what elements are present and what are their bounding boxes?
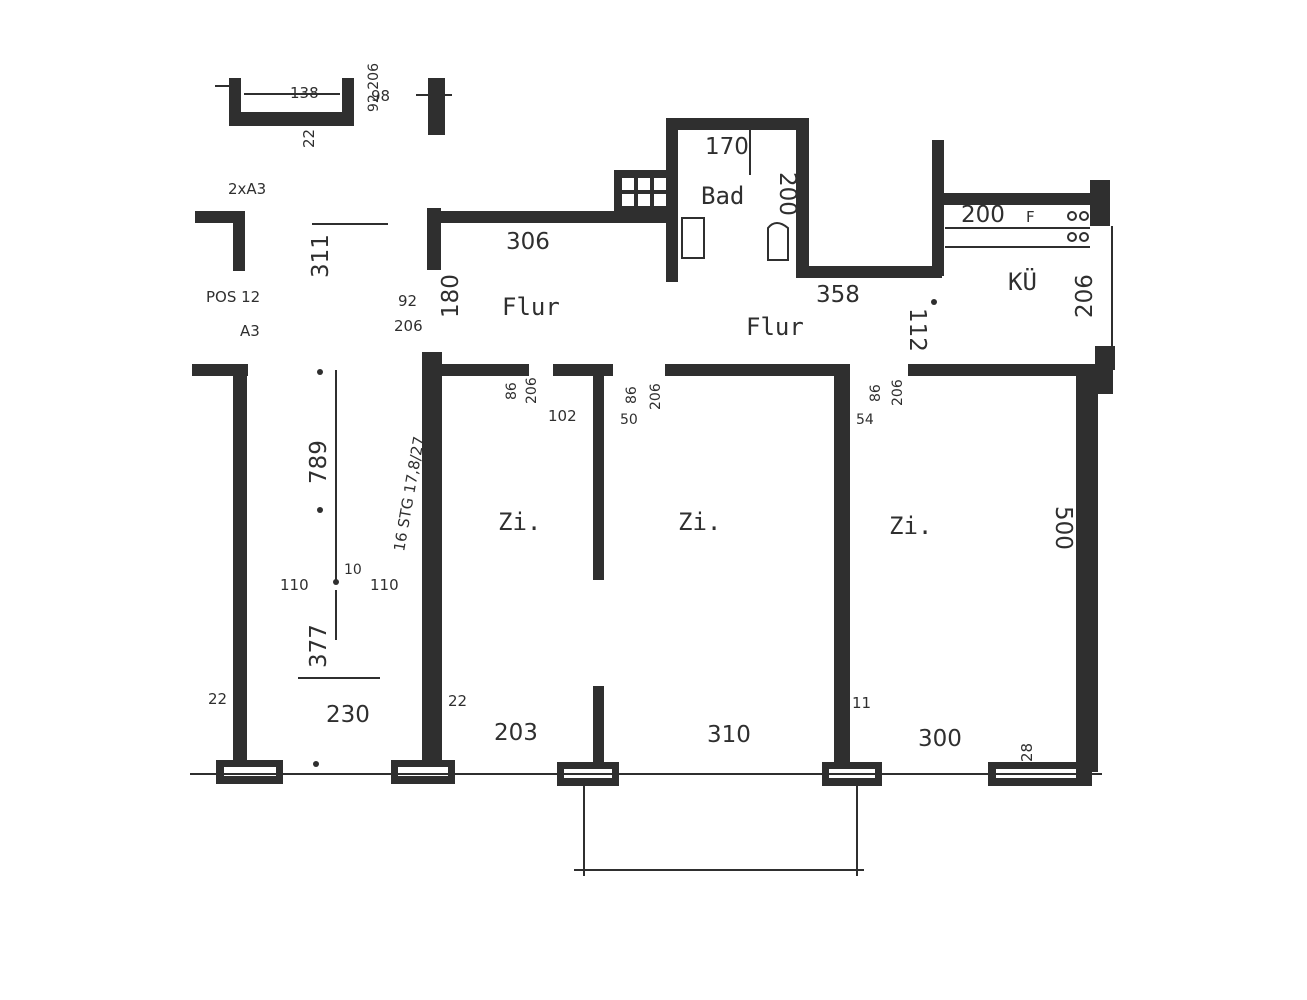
dim-room3-width: 300 [918,726,962,752]
top-side-b: 92 206 [366,63,382,112]
landing-mid: 10 [344,562,362,578]
thin-lines [190,223,1113,876]
room2-label: Zi. [678,508,721,536]
dim-hall-wall: 306 [506,229,550,255]
kitchen-f: F [1026,208,1035,226]
landing-right: 110 [370,576,399,594]
door3-note: 54 [856,412,874,428]
a3-label: A3 [240,322,260,340]
wall-22-right: 22 [448,692,467,710]
wall-28: 28 [1018,743,1036,762]
room1-label: Zi. [498,508,541,536]
door3-h: 206 [890,379,906,406]
wall-22-left: 22 [208,690,227,708]
dim-bath-depth: 200 [774,172,800,216]
dim-stair-mid: 789 [306,440,332,484]
a3-top: 2xA3 [228,180,266,198]
door-hall: 92 [398,292,417,310]
dim-bath-width: 170 [705,134,749,160]
hall-left-label: Flur [502,293,560,321]
dim-hall-height: 180 [438,274,464,318]
dim-hall-right-wall: 358 [816,282,860,308]
dim-stair-width: 230 [326,702,370,728]
top-side-a: 98 [371,87,390,105]
bath-label: Bad [701,182,744,210]
door3: 86 [868,384,884,402]
bath-fixtures [622,130,789,261]
pos-label: POS 12 [206,288,260,306]
dim-kitchen-depth: 206 [1072,274,1098,318]
wall-11: 11 [852,694,871,712]
door-hall-h: 206 [394,317,423,335]
top-detail [215,78,452,135]
dim-room1-width: 203 [494,720,538,746]
kitchen-label: KÜ [1008,267,1037,296]
dim-wall-thickness: 22 [300,129,318,148]
dim-kitchen-width: 200 [961,202,1005,228]
kitchen-stove [1067,211,1089,242]
door2-w: 102 [548,407,577,425]
door2-h: 206 [648,383,664,410]
top-dim: 138 [290,84,319,102]
dim-room2-width: 310 [707,722,751,748]
door1-h: 206 [524,377,540,404]
dim-stair-run-upper: 311 [308,234,334,278]
dim-stair-run: 377 [306,624,332,668]
door1: 86 [504,382,520,400]
room3-label: Zi. [889,512,932,540]
dim-hall-gap: 112 [904,308,930,352]
dim-room3-depth: 500 [1050,506,1076,550]
hall-right-label: Flur [746,313,804,341]
landing-left: 110 [280,576,309,594]
door2: 86 [624,386,640,404]
dots [313,299,937,767]
door2-note: 50 [620,412,638,428]
